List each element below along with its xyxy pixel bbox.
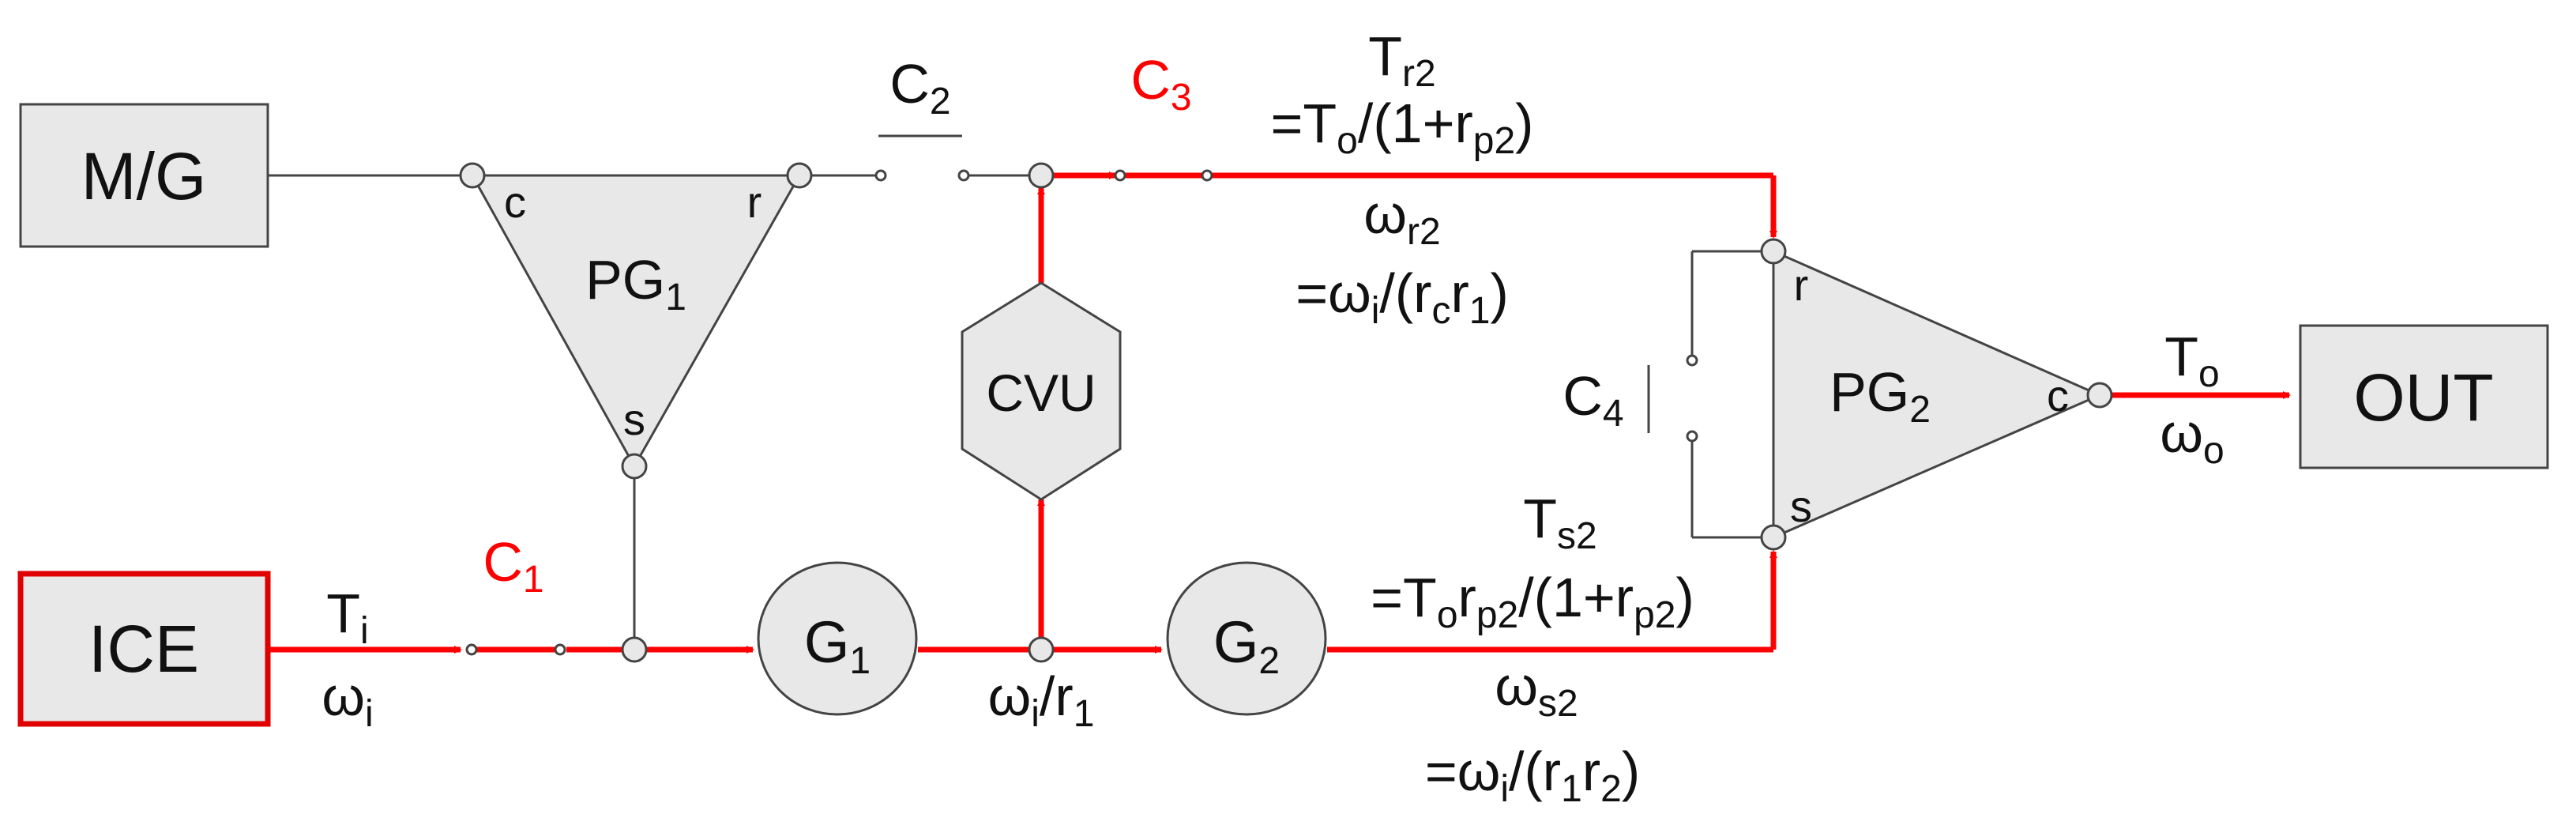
pg1-sun-port: s xyxy=(623,394,645,444)
tr2-equation: =To/(1+rp2) xyxy=(1271,92,1534,162)
nodes xyxy=(459,162,2113,663)
wr2-label: ωr2 xyxy=(1363,183,1440,253)
ws2-label: ωs2 xyxy=(1495,655,1578,725)
pg2-sun-port: s xyxy=(1790,481,1812,531)
g2-gear xyxy=(1166,561,1327,716)
cvu-block xyxy=(961,281,1122,501)
ti-label: Ti xyxy=(326,582,368,652)
c1-label: C1 xyxy=(483,531,543,601)
ts2-label: Ts2 xyxy=(1523,488,1596,557)
power-flow xyxy=(268,171,2291,654)
ice-label: ICE xyxy=(88,612,199,686)
to-label: To xyxy=(2164,326,2219,395)
wo-label: ωo xyxy=(2160,402,2224,472)
pg1-ring-port: r xyxy=(747,177,762,227)
pg2-planetary-gear xyxy=(1772,249,2103,540)
ws2-equation: =ωi/(r1r2) xyxy=(1425,740,1640,810)
cvu-label: CVU xyxy=(986,364,1096,422)
pg1-planetary-gear xyxy=(470,174,802,469)
g1-gear xyxy=(757,561,918,716)
clutch-contacts xyxy=(465,169,1698,656)
pg2-ring-port: r xyxy=(1794,260,1809,310)
ts2-equation: =Torp2/(1+rp2) xyxy=(1371,567,1694,636)
c4-label: C4 xyxy=(1563,365,1623,435)
c3-label: C3 xyxy=(1130,49,1191,119)
pg1-label: PG1 xyxy=(585,249,686,318)
wr2-equation: =ωi/(rcr1) xyxy=(1296,262,1509,332)
mg-label: M/G xyxy=(81,139,207,213)
pg2-carrier-port: c xyxy=(2047,371,2069,420)
mg-block xyxy=(19,103,269,248)
wi-label: ωi xyxy=(322,665,373,735)
tr2-label: Tr2 xyxy=(1368,25,1435,95)
c2-label: C2 xyxy=(889,53,950,122)
ice-block xyxy=(17,571,271,727)
pg2-label: PG2 xyxy=(1830,361,1931,431)
pg1-carrier-port: c xyxy=(504,177,526,227)
out-label: OUT xyxy=(2353,360,2493,435)
wi-r1-label: ωi/r1 xyxy=(988,665,1095,735)
out-block xyxy=(2299,324,2549,469)
g1-label: G1 xyxy=(804,609,871,682)
g2-label: G2 xyxy=(1213,609,1280,682)
